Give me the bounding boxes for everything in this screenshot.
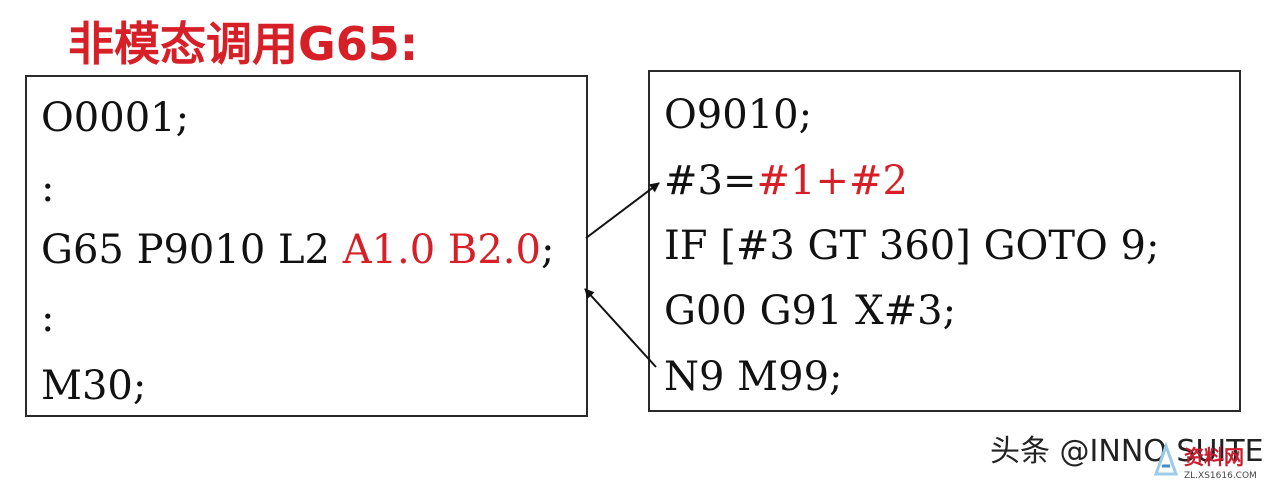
macro-line-3-text: IF [#3 GT 360] GOTO 9;	[664, 223, 1160, 269]
macro-line-1-text: O9010;	[664, 92, 813, 138]
macro-line-1: O9010;	[664, 90, 812, 140]
macro-line-3: IF [#3 GT 360] GOTO 9;	[664, 221, 1159, 271]
macro-line-4: G00 G91 X#3;	[664, 286, 956, 336]
watermark-text: 头条 @INNO SUITE	[990, 434, 1264, 469]
return-arrow	[584, 288, 657, 368]
main-line-4: :	[41, 293, 54, 343]
macro-line-2-text: #3=	[664, 158, 757, 204]
macro-line-5: N9 M99;	[664, 352, 843, 402]
slide-title: 非模态调用G65:	[68, 17, 419, 71]
macro-line-4-text: G00 G91 X#3;	[664, 288, 957, 334]
macro-line-2: #3=#1+#2	[664, 156, 908, 206]
main-line-5: M30;	[41, 361, 146, 411]
macro-program-box: O9010; #3=#1+#2 IF [#3 GT 360] GOTO 9; G…	[648, 70, 1241, 412]
macro-line-5-text: N9 M99;	[664, 354, 843, 400]
main-line-3-text: G65 P9010 L2	[41, 227, 343, 273]
logo-subtext: ZL.XS1616.COM	[1184, 471, 1257, 481]
macro-line-2-expr: #1+#2	[756, 158, 908, 204]
main-line-3-args: A1.0 B2.0	[342, 227, 541, 273]
site-logo-icon: 资料网 ZL.XS1616.COM	[1153, 441, 1257, 481]
main-line-5-text: M30;	[41, 363, 147, 409]
main-line-4-text: :	[41, 295, 55, 341]
main-line-3-suffix: ;	[540, 227, 555, 273]
logo-text: 资料网	[1184, 445, 1244, 469]
main-line-1: O0001;	[41, 93, 189, 143]
main-line-1-text: O0001;	[41, 95, 190, 141]
main-line-2: :	[41, 163, 54, 213]
main-program-box: O0001; : G65 P9010 L2 A1.0 B2.0; : M30;	[25, 75, 588, 417]
main-line-3: G65 P9010 L2 A1.0 B2.0;	[41, 225, 554, 275]
main-line-2-text: :	[41, 165, 55, 211]
